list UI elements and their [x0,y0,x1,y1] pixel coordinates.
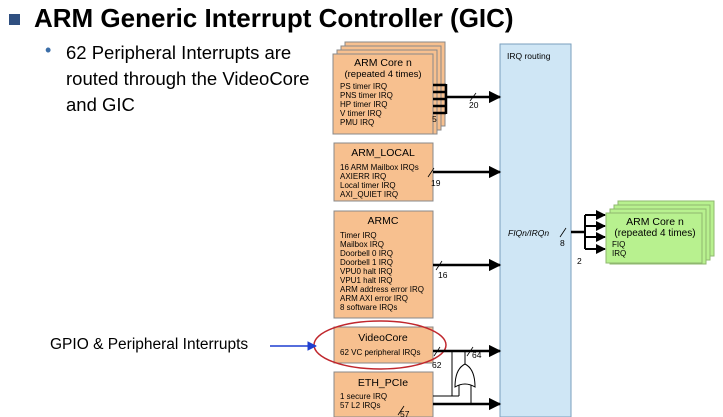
irq-routing-block [499,43,572,417]
arm-local-item: AXIERR IRQ [340,172,386,181]
arm-core-output-stack: ARM Core n (repeated 4 times) FIQ IRQ [605,200,715,265]
armc-bus-slash [435,260,443,271]
arm-local-item: AXI_QUIET IRQ [340,190,398,199]
armc-item: VPU0 halt IRQ [340,267,392,276]
armc-title: ARMC [368,215,399,227]
armc-item: ARM AXI error IRQ [340,294,408,303]
videocore-bus-slash [433,346,441,357]
armc-box [333,210,434,319]
arm-core-fanout-label: 5 [432,114,437,124]
eth-pcie-title: ETH_PCIe [358,377,408,389]
videocore-bus-width: 62 [432,360,442,370]
arm-core-source-title-text: ARM Core n [354,57,412,69]
arm-core-bus-width: 20 [469,100,479,110]
eth-pcie-bus-width: 57 [400,409,410,417]
arm-core-item: PMU IRQ [340,118,374,127]
bullet-marker: • [45,40,52,60]
arm-core-bus-slash [469,92,477,102]
videocore-item: 62 VC peripheral IRQs [340,348,420,357]
output-bus-width-in: 8 [560,238,565,248]
armc-item: ARM address error IRQ [340,285,424,294]
page-title: ARM Generic Interrupt Controller (GIC) [34,3,514,33]
bullet-text: 62 Peripheral Interrupts are routed thro… [44,40,344,118]
videocore-merged-width: 64 [472,350,482,360]
arm-core-output-title: ARM Core n [626,216,684,228]
arm-core-output-item: IRQ [612,249,626,258]
armc-item: Timer IRQ [340,231,377,240]
arm-local-bus-width: 19 [431,178,441,188]
armc-item: Mailbox IRQ [340,240,384,249]
gpio-label: GPIO & Peripheral Interrupts [50,336,249,353]
arm-core-item: PNS timer IRQ [340,91,393,100]
arm-core-output-subtitle: (repeated 4 times) [614,228,695,239]
title-bullet [9,14,20,25]
eth-pcie-box [333,371,434,417]
arm-core-item: HP timer IRQ [340,100,387,109]
arm-core-fanin [433,83,448,115]
arm-local-title: ARM_LOCAL [351,147,415,159]
arm-local-box [333,142,434,202]
arm-local-item: Local timer IRQ [340,181,396,190]
output-fanout [584,210,606,254]
output-bus-width-out: 2 [577,256,582,266]
videocore-title: VideoCore [358,332,408,344]
arm-core-output-item: FIQ [612,240,625,249]
arm-core-item: V timer IRQ [340,109,382,118]
irq-routing-title: IRQ routing [507,51,551,61]
armc-bus-width: 16 [438,270,448,280]
arm-core-source-subtitle: (repeated 4 times) [344,69,421,80]
armc-item: VPU1 halt IRQ [340,276,392,285]
bullet-text-value: 62 Peripheral Interrupts are routed thro… [66,42,310,115]
videocore-box [333,326,434,364]
armc-item: 8 software IRQs [340,303,397,312]
or-gate [454,363,476,388]
eth-pcie-item: 57 L2 IRQs [340,401,380,410]
armc-item: Doorbell 0 IRQ [340,249,393,258]
output-bus-slash [559,227,567,238]
videocore-merged-slash [466,346,474,357]
irq-routing-output-label: FIQn/IRQn [508,228,549,238]
arm-local-bus-slash [427,167,435,178]
eth-pcie-item: 1 secure IRQ [340,392,387,401]
arm-core-source-title: ARM Core n [354,57,412,69]
eth-pcie-bus-slash [397,405,405,416]
armc-item: Doorbell 1 IRQ [340,258,393,267]
arm-local-item: 16 ARM Mailbox IRQs [340,163,419,172]
arm-core-source-stack: ARM Core n (repeated 4 times) PS timer I… [332,41,446,135]
arm-core-item: PS timer IRQ [340,82,387,91]
